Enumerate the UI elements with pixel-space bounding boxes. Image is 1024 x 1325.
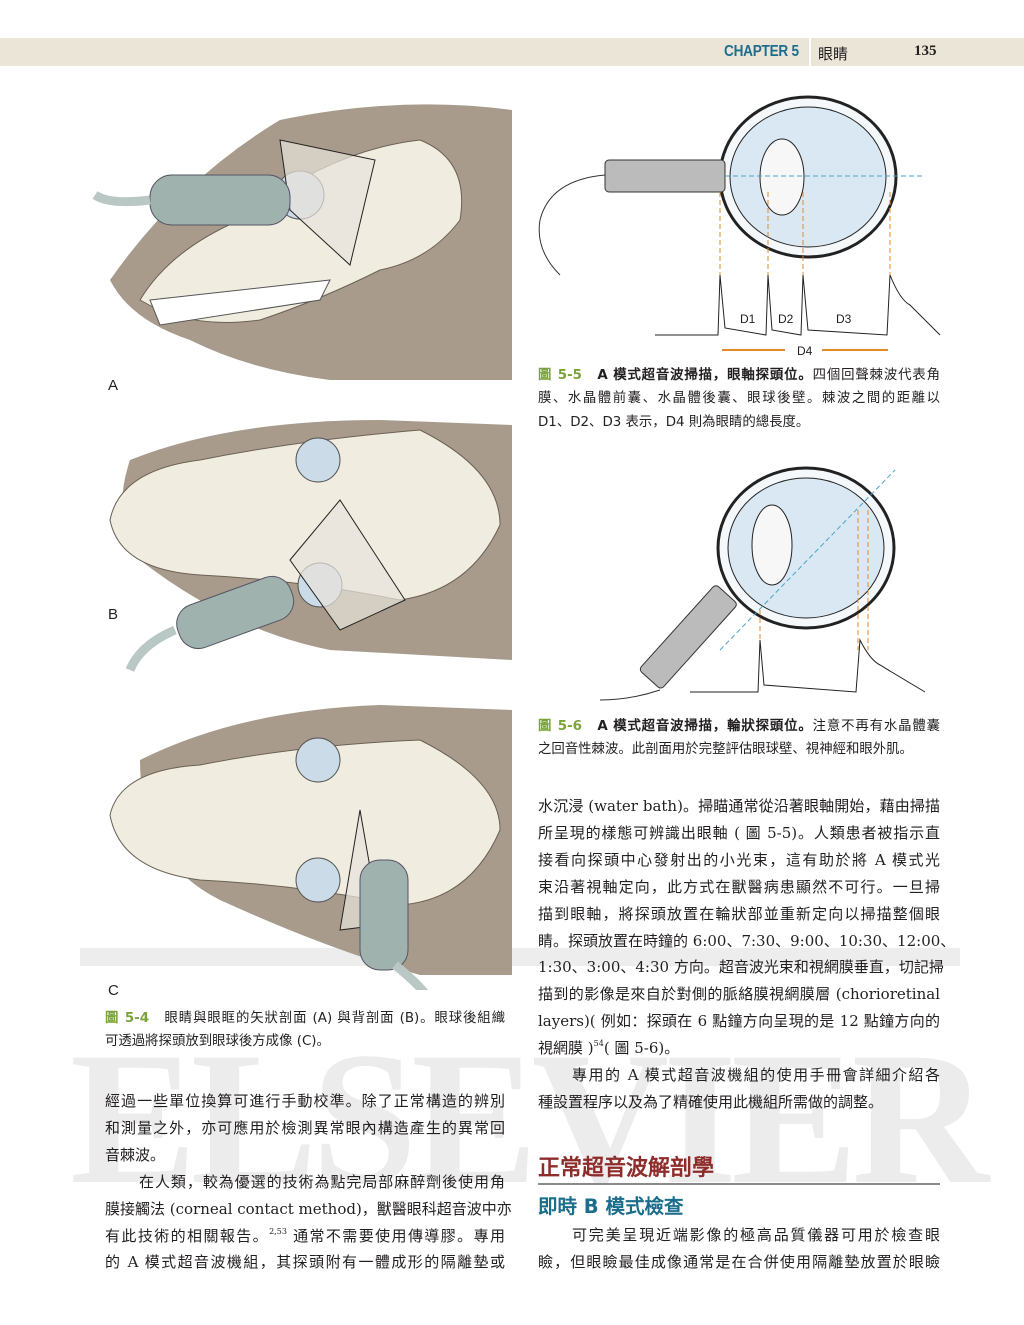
paragraph-line: 種設置程序以及為了精確使用此機組所需做的調整。 <box>538 1092 884 1111</box>
figure-5-5-caption: 圖 5-5 A 模式超音波掃描，眼軸探頭位。四個回聲棘波代表角 膜、水晶體前囊、… <box>538 364 940 434</box>
page-number: 135 <box>914 43 937 59</box>
paragraph-line: 音棘波。 <box>105 1145 166 1164</box>
caption-text: 膜、水晶體前囊、水晶體後囊、眼球後壁。棘波之間的距離以 <box>538 391 940 407</box>
paragraph-line: 1:30、3:00、4:30 方向。超音波光束和視網膜垂直，切記掃 <box>538 958 944 977</box>
panel-a-sagittal <box>92 104 512 380</box>
paragraph-line: layers)( 例如：探頭在 6 點鐘方向呈現的是 12 點鐘方向的 <box>538 1012 940 1031</box>
paragraph-line: 描到的影像是來自於對側的脈絡膜視網膜層 (chorioretinal <box>538 985 940 1004</box>
paragraph-line: 膜接觸法 (corneal contact method)，獸醫眼科超音波中亦 <box>105 1199 512 1218</box>
section-rule <box>538 1183 940 1185</box>
figure-5-6-caption: 圖 5-6 A 模式超音波掃描，輪狀探頭位。注意不再有水晶體囊 之回音性棘波。此… <box>538 715 940 762</box>
paragraph-line: 在人類，較為優選的技術為點完局部麻醉劑後使用角 <box>139 1172 505 1191</box>
paragraph-line: 睛。探頭放置在時鐘的 6:00、7:30、9:00、10:30、12:00、 <box>538 931 956 950</box>
watermark: ELSEVIER <box>70 1014 989 1224</box>
caption-text: 注意不再有水晶體囊 <box>812 719 940 734</box>
header-divider <box>809 38 811 66</box>
panel-c-retrobulbar <box>109 705 512 990</box>
paragraph-line: 視網膜 )54( 圖 5-6)。 <box>538 1039 680 1058</box>
paragraph-line: 束沿著視軸定向，此方式在獸醫病患顯然不可行。一旦掃 <box>538 877 940 896</box>
running-header <box>0 38 1024 66</box>
watermark-band <box>80 948 960 966</box>
figure-5-6-diagram <box>599 466 926 701</box>
figure-5-5-diagram: D1 D2 D3 D4 <box>538 95 941 358</box>
figure-number: 圖 5-5 <box>538 368 582 383</box>
caption-title: A 模式超音波掃描，輪狀探頭位。 <box>597 719 813 734</box>
panel-label-c: C <box>108 982 119 999</box>
paragraph-line: 描到眼軸，將探頭放置在輪狀部並重新定向以掃描整個眼 <box>538 904 940 923</box>
figure-5-4-illustration <box>92 104 512 990</box>
paragraph-line: 專用的 A 模式超音波機組的使用手冊會詳細介紹各 <box>572 1066 940 1085</box>
subsection-heading: 即時 B 模式檢查 <box>538 1195 684 1218</box>
right-column-text: 水沉浸 (water bath)。掃瞄通常從沿著眼軸開始，藉由掃描 所呈現的樣態… <box>538 793 956 1116</box>
citation: 2,53 <box>269 1226 287 1236</box>
panel-label-b: B <box>108 606 119 623</box>
caption-text: D1、D2、D3 表示，D4 則為眼睛的總長度。 <box>538 414 810 430</box>
label-d2: D2 <box>778 312 794 326</box>
caption-text: 四個回聲棘波代表角 <box>812 368 940 383</box>
chapter-title: 眼睛 <box>818 45 849 63</box>
label-d1: D1 <box>740 312 756 326</box>
caption-text: 可透過將探頭放到眼球後方成像 (C)。 <box>105 1034 330 1050</box>
paragraph-line: 有此技術的相關報告。2,53 通常不需要使用傳導膠。專用 <box>105 1226 505 1245</box>
chapter-label: CHAPTER 5 <box>724 43 799 60</box>
figure-5-4-caption: 圖 5-4 眼睛與眼眶的矢狀剖面 (A) 與背剖面 (B)。眼球後組織 可透過將… <box>105 1007 505 1054</box>
caption-text: 之回音性棘波。此剖面用於完整評估眼球壁、視神經和眼外肌。 <box>538 742 913 758</box>
panel-b-dorsal <box>109 420 512 672</box>
paragraph-line: 可完美呈現近端影像的極高品質儀器可用於檢查眼 <box>572 1226 940 1244</box>
label-d3: D3 <box>836 312 852 326</box>
paragraph-line: 瞼，但眼瞼最佳成像通常是在合併使用隔離墊放置於眼瞼 <box>538 1252 940 1271</box>
citation: 54 <box>593 1039 604 1049</box>
paragraph-line: 的 A 模式超音波機組，其探頭附有一體成形的隔離墊或 <box>105 1253 505 1272</box>
right-column-text-2: 可完美呈現近端影像的極高品質儀器可用於檢查眼 瞼，但眼瞼最佳成像通常是在合併使用… <box>538 1222 940 1276</box>
paragraph-line: 水沉浸 (water bath)。掃瞄通常從沿著眼軸開始，藉由掃描 <box>538 797 940 815</box>
section-heading: 正常超音波解剖學 <box>538 1156 715 1181</box>
paragraph-line: 經過一些單位換算可進行手動校準。除了正常構造的辨別 <box>105 1092 505 1110</box>
paragraph-line: 和測量之外，亦可應用於檢測異常眼內構造產生的異常回 <box>105 1118 505 1137</box>
label-d4: D4 <box>797 344 813 358</box>
caption-title: A 模式超音波掃描，眼軸探頭位。 <box>597 368 813 383</box>
panel-label-a: A <box>108 377 119 394</box>
left-column-text: 經過一些單位換算可進行手動校準。除了正常構造的辨別 和測量之外，亦可應用於檢測異… <box>105 1088 512 1276</box>
figure-number: 圖 5-6 <box>538 719 582 734</box>
paragraph-line: 接看向探頭中心發射出的小光束，這有助於將 A 模式光 <box>538 850 940 869</box>
caption-text: 眼睛與眼眶的矢狀剖面 (A) 與背剖面 (B)。眼球後組織 <box>164 1011 505 1026</box>
figure-number: 圖 5-4 <box>105 1011 150 1026</box>
paragraph-line: 所呈現的樣態可辨識出眼軸 ( 圖 5-5)。人類患者被指示直 <box>538 823 940 842</box>
